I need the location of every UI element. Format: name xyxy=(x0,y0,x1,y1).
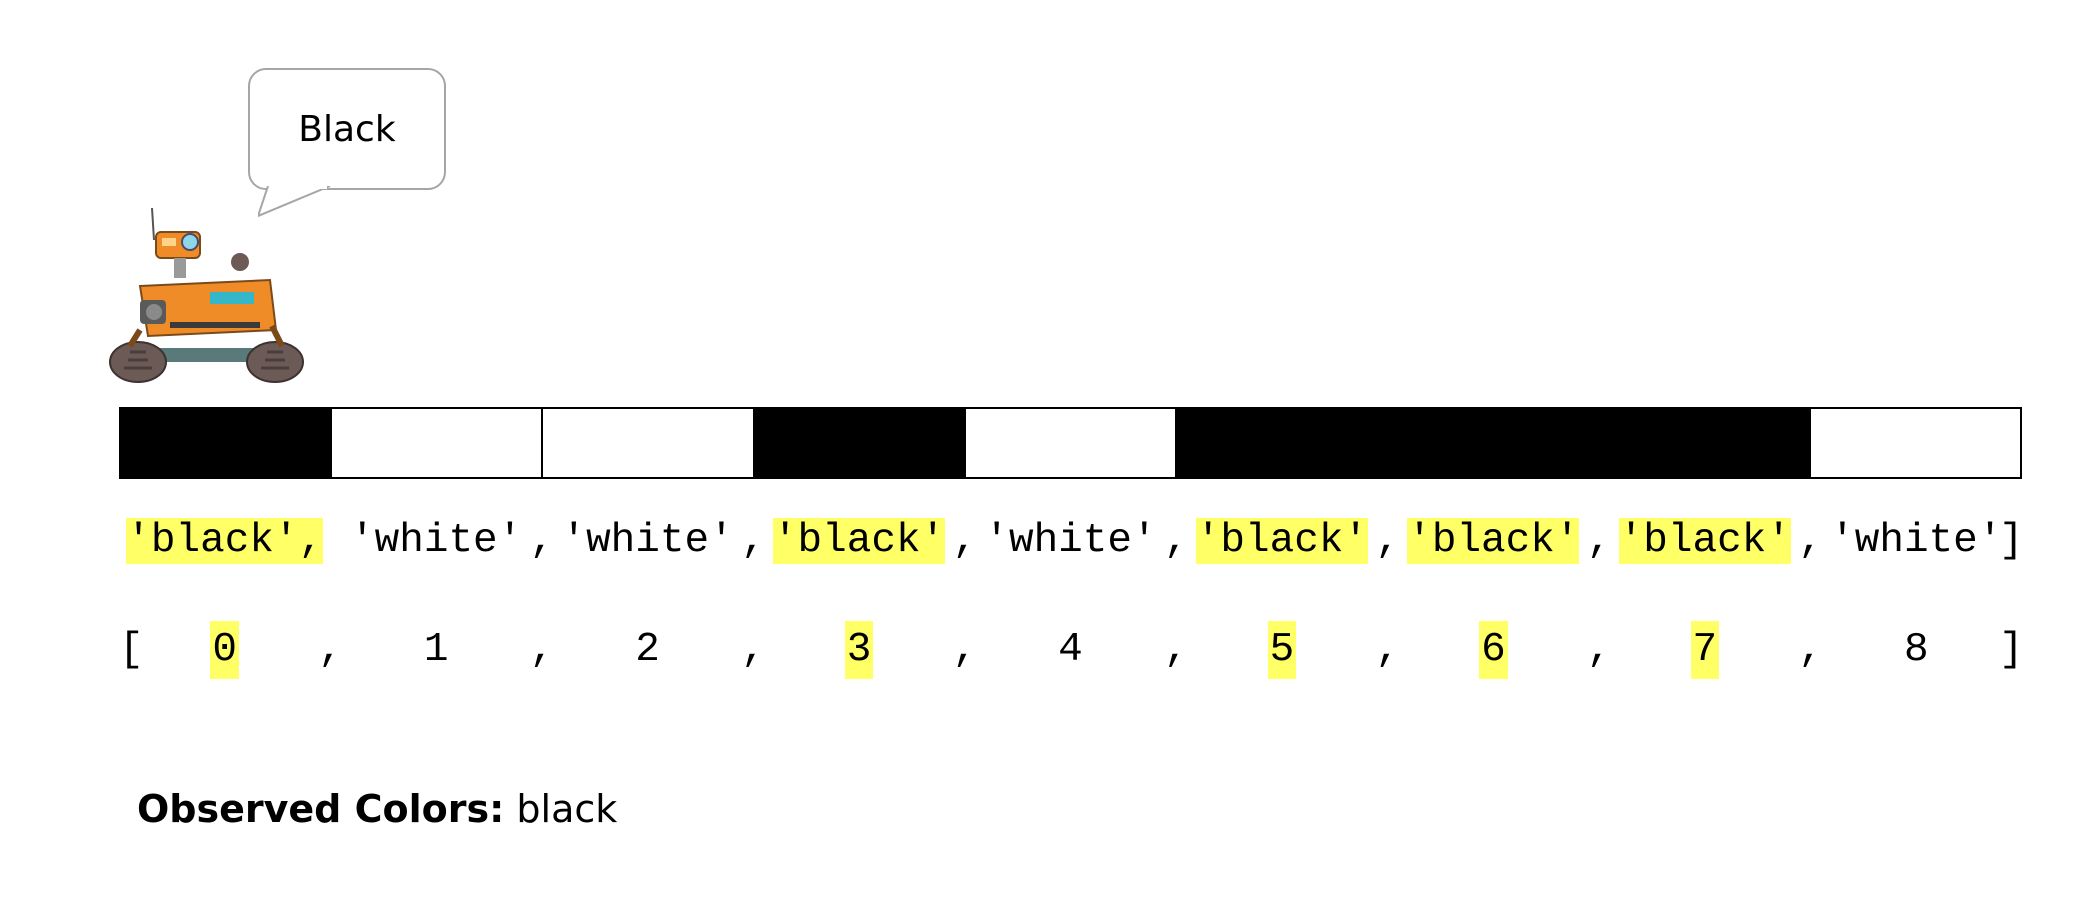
strip-cell-4 xyxy=(965,409,1178,477)
index-list-item-text: 3 xyxy=(844,621,874,679)
strip-cell-5 xyxy=(1177,409,1389,477)
color-list-item-text: 'white' xyxy=(350,518,523,564)
color-list-item-text: 'white' xyxy=(984,518,1157,564)
index-list-separator: , xyxy=(741,627,766,673)
index-list-item: 1 xyxy=(330,622,541,678)
index-list-item: 5 xyxy=(1176,621,1387,679)
color-list-item-text: 'white' xyxy=(561,518,734,564)
color-list: [ ] 'black','white''white''black''white'… xyxy=(119,513,2024,569)
index-list-separator: , xyxy=(1798,627,1823,673)
index-list-item: 4 xyxy=(965,622,1176,678)
color-list-item: 'white' xyxy=(330,513,541,569)
rover-robot-icon xyxy=(109,207,304,383)
index-list-item-text: 4 xyxy=(1058,627,1083,673)
color-list-separator: , xyxy=(1798,518,1823,564)
index-list-item-text: 2 xyxy=(635,627,660,673)
color-list-item-text: 'black', xyxy=(126,518,324,564)
index-list-separator: , xyxy=(1375,627,1400,673)
index-list: [ ] 0, 1, 2, 3, 4, 5, 6, 7, 8 xyxy=(119,621,2024,679)
color-list-item: 'white' xyxy=(965,513,1176,569)
strip-cell-3 xyxy=(754,409,966,477)
observed-colors-value: black xyxy=(516,787,618,831)
color-list-item: 'black', xyxy=(119,513,330,569)
strip-cell-0 xyxy=(121,409,333,477)
color-list-item: 'white' xyxy=(1811,513,2022,569)
color-list-item-text: 'black' xyxy=(1407,518,1580,564)
index-list-item-text: 1 xyxy=(423,627,449,673)
index-list-item-text: 5 xyxy=(1267,621,1297,679)
index-list-separator: , xyxy=(529,627,555,673)
color-list-item: 'black' xyxy=(753,513,964,569)
index-list-item: 7 xyxy=(1599,621,1810,679)
color-list-separator: , xyxy=(529,518,555,564)
color-list-item-text: 'white' xyxy=(1830,518,2003,564)
strip-cell-1 xyxy=(332,409,544,477)
color-list-separator: , xyxy=(741,518,766,564)
color-list-separator: , xyxy=(1163,518,1189,564)
speech-bubble-text: Black xyxy=(298,108,396,150)
observed-colors: Observed Colors: black xyxy=(137,787,617,831)
color-list-separator: , xyxy=(952,518,978,564)
strip-cell-8 xyxy=(1810,409,2020,477)
index-list-open-bracket: [ xyxy=(119,627,144,673)
index-list-item: 8 xyxy=(1811,622,2022,678)
color-list-item: 'white' xyxy=(542,513,753,569)
index-list-close-bracket: ] xyxy=(1999,627,2024,673)
index-list-item: 3 xyxy=(753,621,964,679)
color-list-separator: , xyxy=(1375,518,1400,564)
index-list-separator: , xyxy=(1586,627,1612,673)
color-list-item: 'black' xyxy=(1176,513,1387,569)
index-list-item-text: 8 xyxy=(1903,627,1929,673)
observed-colors-label: Observed Colors: xyxy=(137,787,505,831)
strip-cell-7 xyxy=(1599,409,1811,477)
strip-cell-6 xyxy=(1388,409,1600,477)
color-list-separator: , xyxy=(1586,518,1612,564)
index-list-item: 6 xyxy=(1388,621,1599,679)
color-list-item: 'black' xyxy=(1599,513,1810,569)
index-list-separator: , xyxy=(952,627,978,673)
speech-bubble: Black xyxy=(248,68,446,190)
index-list-item: 0 xyxy=(119,621,330,679)
speech-bubble-tail xyxy=(258,186,331,218)
color-list-item: 'black' xyxy=(1388,513,1599,569)
index-list-separator: , xyxy=(318,627,343,673)
index-list-item: 2 xyxy=(542,622,753,678)
color-list-item-text: 'black' xyxy=(1195,518,1369,564)
color-list-close-bracket: ] xyxy=(1999,518,2024,564)
index-list-separator: , xyxy=(1163,627,1189,673)
index-list-item-text: 7 xyxy=(1690,621,1720,679)
index-list-item-text: 0 xyxy=(210,621,240,679)
index-list-item-text: 6 xyxy=(1479,621,1508,679)
color-list-item-text: 'black' xyxy=(772,518,946,564)
color-list-item-text: 'black' xyxy=(1618,518,1791,564)
color-strip xyxy=(119,407,2022,479)
strip-cell-2 xyxy=(543,409,755,477)
